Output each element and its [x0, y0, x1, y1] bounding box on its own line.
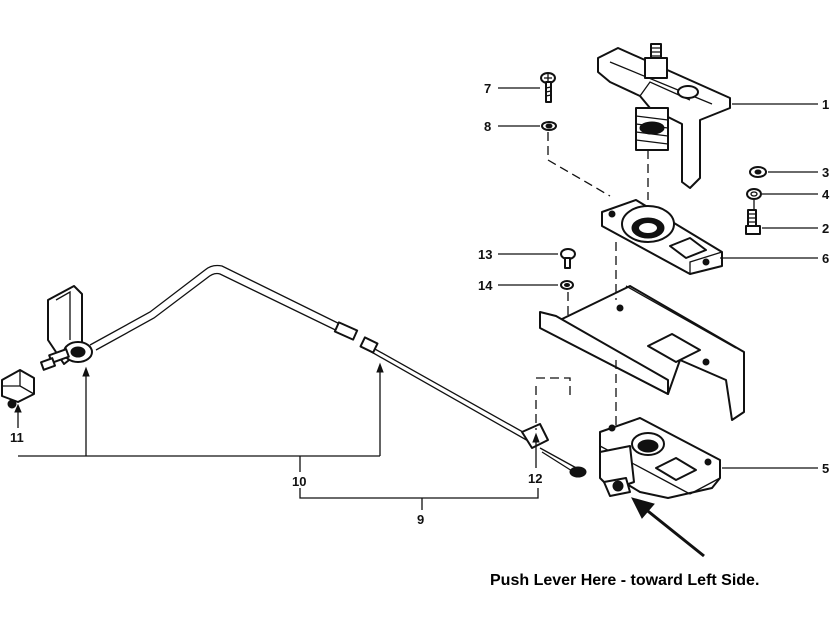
lockwasher-4 [746, 188, 762, 200]
callout-2: 2 [822, 221, 829, 236]
callout-7: 7 [484, 81, 491, 96]
washer-3 [749, 166, 767, 178]
washer-14 [560, 280, 574, 290]
callout-11: 11 [10, 430, 24, 445]
mounting-channel [539, 285, 745, 421]
callout-labels: 1 3 4 2 6 5 7 8 13 14 11 10 12 9 [10, 81, 830, 527]
instruction-caption: Push Lever Here - toward Left Side. [490, 572, 760, 589]
callout-9: 9 [417, 512, 424, 527]
alignment-lines [535, 132, 755, 430]
callout-3: 3 [822, 165, 829, 180]
part-11-knob [1, 369, 35, 409]
callout-1: 1 [822, 97, 829, 112]
callout-4: 4 [822, 187, 830, 202]
screw-7 [540, 72, 556, 103]
screw-13 [560, 248, 576, 269]
callout-10: 10 [292, 474, 306, 489]
callout-13: 13 [478, 247, 492, 262]
bolt-2 [745, 209, 761, 235]
washer-8 [541, 121, 557, 131]
callout-5: 5 [822, 461, 829, 476]
release-cable [39, 264, 587, 478]
part-1-latch-bracket [597, 43, 731, 189]
callout-12: 12 [528, 471, 542, 486]
leader-lines [14, 87, 818, 510]
arrow-icon [631, 497, 705, 558]
part-6-retainer-plate [601, 199, 723, 275]
callout-8: 8 [484, 119, 491, 134]
part-5-latch-base [599, 417, 721, 499]
callout-14: 14 [478, 278, 493, 293]
callout-6: 6 [822, 251, 829, 266]
